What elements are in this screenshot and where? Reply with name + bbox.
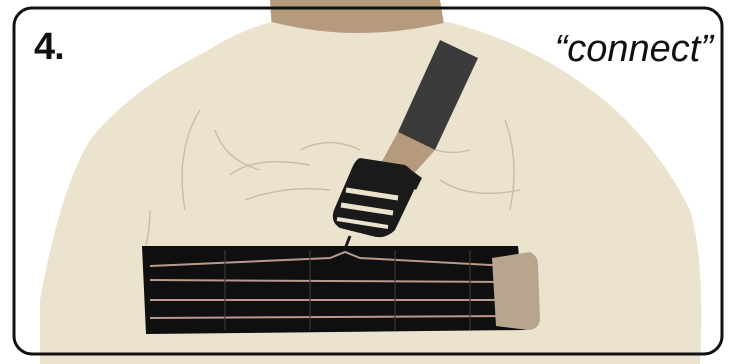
belt-roll [492, 252, 540, 330]
chest-belt [142, 246, 526, 334]
step-caption: “connect” [555, 30, 713, 68]
step-number: 4. [34, 28, 64, 66]
